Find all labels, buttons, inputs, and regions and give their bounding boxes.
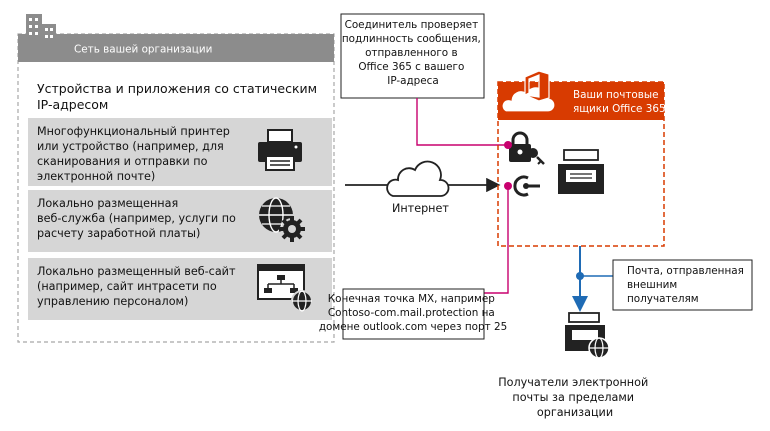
svg-text:IP-адресом: IP-адресом <box>37 97 108 112</box>
mx-callout: Конечная точка MX, например Contoso-com.… <box>319 186 509 340</box>
connector-point-dot <box>504 141 512 149</box>
org-header-text: Сеть вашей организации <box>74 44 212 56</box>
internet-cloud-icon <box>386 160 450 197</box>
external-callout-box <box>612 259 753 311</box>
lock-icon <box>509 131 531 162</box>
o365-region: Ваши почтовые ящики Office 365 <box>497 70 666 247</box>
device-text-printer: Многофункциональный принтер или устройст… <box>37 125 233 183</box>
static-ip-title: Устройства и приложения со статическим I… <box>37 81 317 112</box>
mailbox-icon <box>558 149 604 194</box>
svg-text:Устройства и приложения со ста: Устройства и приложения со статическим <box>37 81 317 96</box>
printer-icon <box>258 129 302 171</box>
org-network: Сеть вашей организации Устройства и прил… <box>17 14 335 343</box>
external-recipients-label: Получатели электронной почты за пределам… <box>498 376 652 419</box>
globe-gear-icon <box>259 197 305 242</box>
outbound-link: Почта, отправленная внешним получателям … <box>498 246 753 419</box>
device-text-website: Локально размещенный веб-сайт (например,… <box>37 265 239 308</box>
internet-label: Интернет <box>392 202 449 215</box>
connector-plug-icon <box>513 175 540 197</box>
mx-callout-box <box>342 288 485 340</box>
connector-callout-text: Соединитель проверяет подлинность сообще… <box>342 19 484 87</box>
connector-callout-line <box>416 98 508 146</box>
connector-callout-box <box>340 13 485 99</box>
org-header-bar <box>18 34 334 62</box>
device-text-web-service: Локально размещенная веб-служба (наприме… <box>37 197 239 240</box>
key-icon <box>528 148 545 165</box>
o365-title: Ваши почтовые ящики Office 365 <box>573 89 666 115</box>
external-callout-text: Почта, отправленная внешним получателям <box>627 265 747 305</box>
mx-callout-text: Конечная точка MX, например Contoso-com.… <box>319 293 507 333</box>
building-icon <box>26 14 66 58</box>
external-globe-icon <box>588 337 610 359</box>
mx-callout-line <box>484 186 509 294</box>
office-logo-icon <box>524 70 550 102</box>
website-icon <box>257 264 313 312</box>
connector-callout: Соединитель проверяет подлинность сообще… <box>340 13 508 146</box>
internet-link: Интернет <box>345 160 501 215</box>
